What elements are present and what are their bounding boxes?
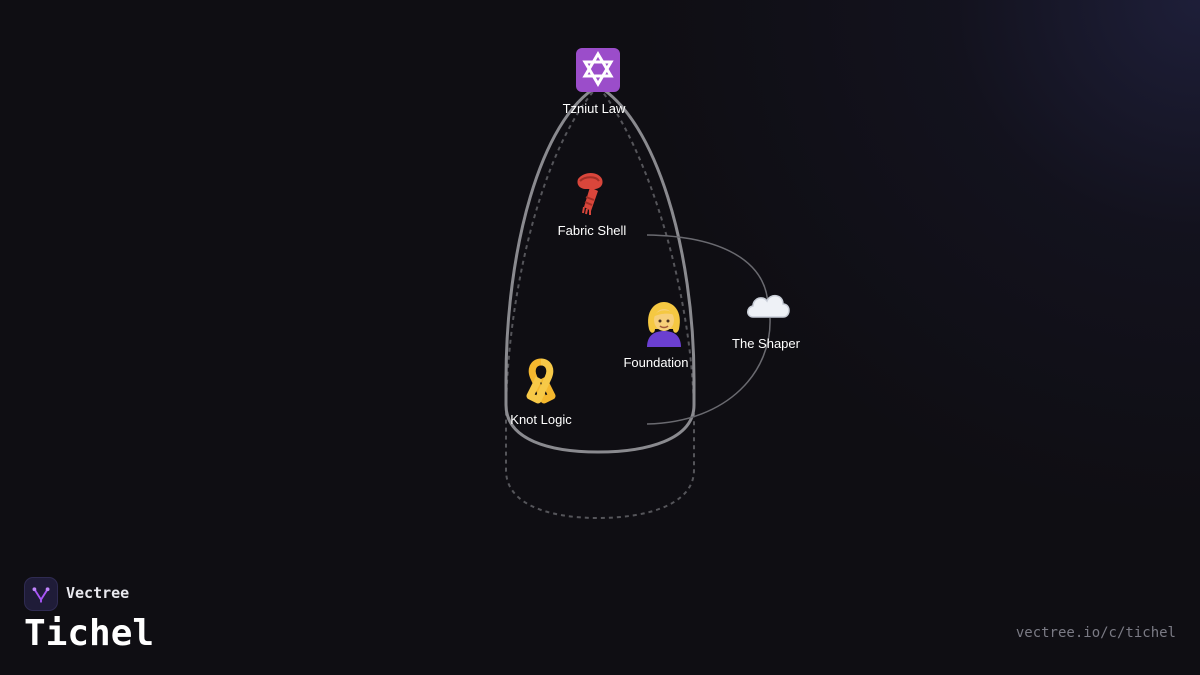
- node-label-the-shaper: The Shaper: [732, 336, 801, 351]
- ribbon-icon[interactable]: [516, 356, 566, 406]
- node-label-tzniut-law: Tzniut Law: [563, 101, 626, 116]
- blond-woman-icon[interactable]: [639, 299, 689, 349]
- footer-url-link[interactable]: vectree.io/c/tichel: [1015, 625, 1176, 641]
- node-label-knot-logic: Knot Logic: [510, 412, 572, 427]
- scarf-icon[interactable]: [564, 167, 614, 217]
- edge-fabric-shell-to-the-shaper: [646, 234, 769, 306]
- node-label-fabric-shell: Fabric Shell: [558, 223, 627, 238]
- brand-name: Vectree: [66, 584, 130, 602]
- star-of-david-icon[interactable]: [573, 45, 623, 95]
- page-title: Tichel: [24, 613, 155, 654]
- edge-the-shaper-to-foundation: [646, 317, 771, 425]
- vectree-logo-icon[interactable]: [24, 577, 58, 611]
- node-label-foundation: Foundation: [623, 355, 688, 370]
- cloud-icon[interactable]: [743, 281, 793, 331]
- solid-boundary: [504, 84, 696, 454]
- dashed-boundary: [505, 84, 695, 520]
- brand-block: Vectree Tichel: [24, 577, 324, 657]
